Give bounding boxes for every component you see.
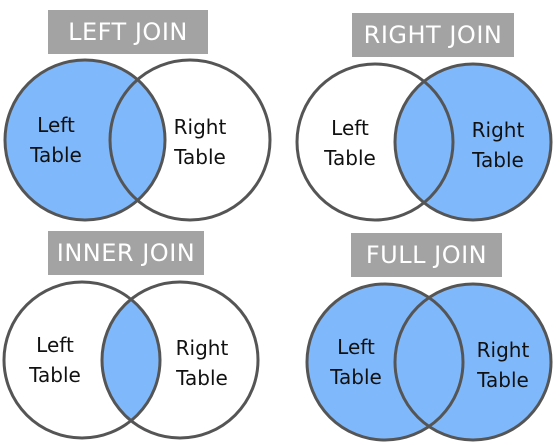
- right-join-left-label-line1: Left: [331, 116, 369, 140]
- right-join-right-label-line1: Right: [472, 118, 525, 142]
- inner-join-title: INNER JOIN: [48, 231, 204, 275]
- full-join-right-circle: [393, 282, 553, 442]
- left-join-left-circle: [3, 58, 167, 222]
- right-join-title: RIGHT JOIN: [352, 13, 514, 57]
- right-join-right-circle: [393, 62, 553, 222]
- right-join-venn: Left Table Right Table: [295, 62, 553, 222]
- left-join-right-label-line2: Table: [173, 145, 226, 169]
- full-join-left-label-line1: Left: [337, 335, 375, 359]
- right-join-right-label-line2: Table: [471, 148, 524, 172]
- inner-join-venn: Left Table Right Table: [2, 280, 260, 440]
- full-join-title: FULL JOIN: [351, 233, 502, 277]
- left-join-title: LEFT JOIN: [48, 10, 208, 54]
- left-join-left-label-line2: Table: [29, 143, 82, 167]
- inner-join-left-label-line1: Left: [36, 333, 74, 357]
- right-join-left-circle: [295, 62, 455, 222]
- inner-join-right-label-line2: Table: [175, 366, 228, 390]
- full-join-venn: Left Table Right Table: [305, 282, 553, 442]
- left-join-right-label-line1: Right: [174, 115, 227, 139]
- left-join-left-label-line1: Left: [37, 113, 75, 137]
- full-join-right-label-line2: Table: [476, 368, 529, 392]
- inner-join-left-label-line2: Table: [28, 363, 81, 387]
- left-join-right-circle: [108, 58, 272, 222]
- left-join-venn: Left Table Right Table: [3, 58, 272, 222]
- full-join-intersection-fill: [395, 284, 463, 440]
- full-join-right-label-line1: Right: [477, 338, 530, 362]
- inner-join-right-label-line1: Right: [176, 336, 229, 360]
- right-join-left-label-line2: Table: [323, 146, 376, 170]
- full-join-left-circle: [305, 282, 465, 442]
- full-join-left-label-line2: Table: [329, 365, 382, 389]
- right-join-intersection-fill: [395, 64, 453, 220]
- inner-join-left-circle: [2, 280, 162, 440]
- inner-join-intersection-fill: [102, 282, 160, 438]
- left-join-intersection-fill: [110, 60, 165, 220]
- inner-join-right-circle: [100, 280, 260, 440]
